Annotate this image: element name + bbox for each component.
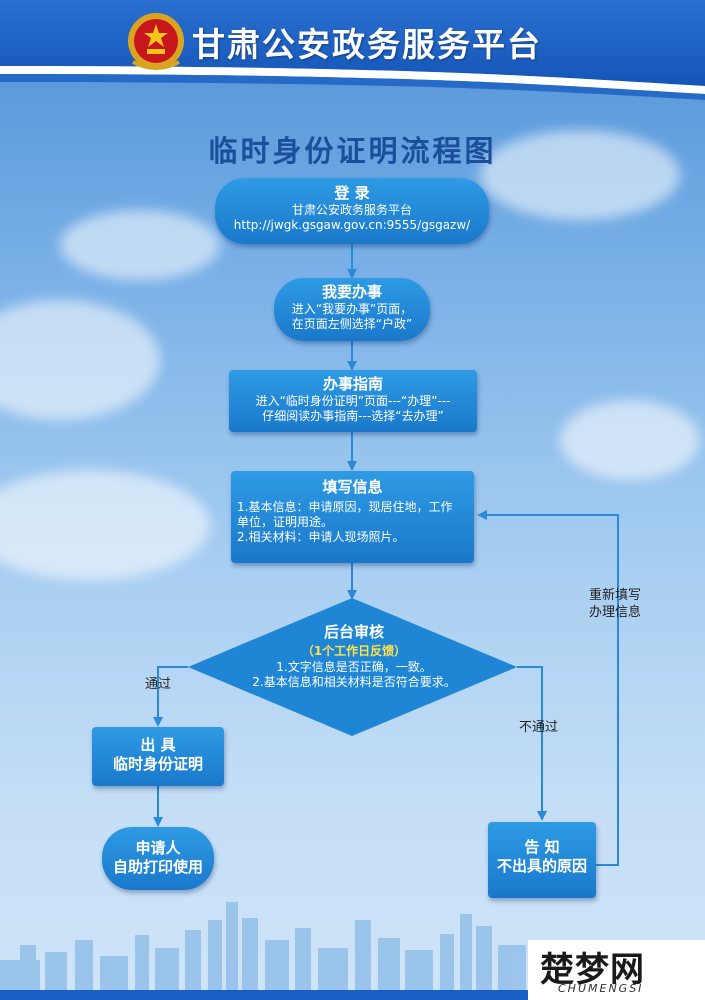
police-emblem-icon (128, 13, 184, 70)
node-fill-info: 填写信息 1.基本信息：申请原因，现居住地，工作 单位，证明用途。 2.相关材料… (231, 471, 474, 563)
edge-label-refill: 办理信息 (589, 605, 642, 620)
node-login: 登 录 甘肃公安政务服务平台 http://jwgk.gsgaw.gov.cn:… (215, 178, 489, 244)
header-banner: 甘肃公安政务服务平台 (0, 0, 705, 100)
edge-label-refill: 重新填写 (589, 588, 642, 603)
cloud-decoration (60, 210, 220, 280)
node-line: 1.文字信息是否正确，一致。 (276, 660, 432, 674)
node-title: 后台审核 (323, 623, 384, 641)
arrow-notify-to-fill (477, 510, 619, 866)
node-subtitle: （1个工作日反馈） (301, 644, 407, 658)
node-title: 填写信息 (322, 478, 383, 496)
node-line: 在页面左侧选择“户政” (291, 317, 413, 331)
node-title: 我要办事 (321, 283, 382, 301)
node-guide: 办事指南 进入“临时身份证明”页面---“办理”--- 仔细阅读办事指南---选… (229, 370, 477, 432)
cloud-decoration (560, 400, 700, 480)
watermark-logo: 楚梦网 CHUMENGSI (528, 940, 705, 1000)
arrow-review-to-issue (153, 666, 188, 727)
node-notify: 告 知 不出具的原因 (488, 822, 596, 898)
node-line: 单位，证明用途。 (237, 515, 334, 529)
node-line: http://jwgk.gsgaw.gov.cn:9555/gsgazw/ (233, 218, 471, 232)
header-title: 甘肃公安政务服务平台 (192, 25, 542, 64)
cloud-decoration (480, 130, 680, 220)
watermark-text: 楚梦网 (540, 950, 645, 990)
node-title: 出 具 (140, 736, 176, 754)
review-diamond-shape (188, 598, 517, 736)
node-line: 仔细阅读办事指南---选择“去办理” (262, 409, 444, 423)
node-title: 办事指南 (322, 375, 383, 393)
city-skyline-decoration (0, 902, 705, 1000)
edge-label-fail: 不通过 (519, 720, 559, 735)
node-line: 1.基本信息：申请原因，现居住地，工作 (237, 500, 453, 514)
node-line: 进入“我要办事”页面， (291, 302, 413, 316)
node-line: 2.基本信息和相关材料是否符合要求。 (252, 675, 456, 689)
node-title: 申请人 (135, 839, 181, 857)
node-review: 后台审核 （1个工作日反馈） 1.文字信息是否正确，一致。 2.基本信息和相关材… (190, 622, 518, 690)
edge-label-pass: 通过 (145, 677, 172, 692)
arrow-review-to-notify (517, 666, 547, 821)
watermark-subtext: CHUMENGSI (558, 982, 644, 995)
node-my-business: 我要办事 进入“我要办事”页面， 在页面左侧选择“户政” (274, 278, 430, 341)
node-issue: 出 具 临时身份证明 (92, 727, 224, 786)
node-line: 自助打印使用 (112, 858, 203, 876)
cloud-decoration (0, 470, 210, 580)
node-title: 登 录 (334, 184, 370, 202)
node-line: 不出具的原因 (496, 857, 587, 875)
node-self-print: 申请人 自助打印使用 (102, 827, 214, 890)
node-line: 临时身份证明 (112, 755, 203, 773)
cloud-decoration (0, 300, 160, 420)
page-title: 临时身份证明流程图 (208, 134, 497, 168)
node-line: 2.相关材料：申请人现场照片。 (237, 530, 405, 544)
node-line: 进入“临时身份证明”页面---“办理”--- (255, 394, 451, 408)
node-title: 告 知 (524, 838, 560, 856)
node-line: 甘肃公安政务服务平台 (291, 203, 412, 217)
